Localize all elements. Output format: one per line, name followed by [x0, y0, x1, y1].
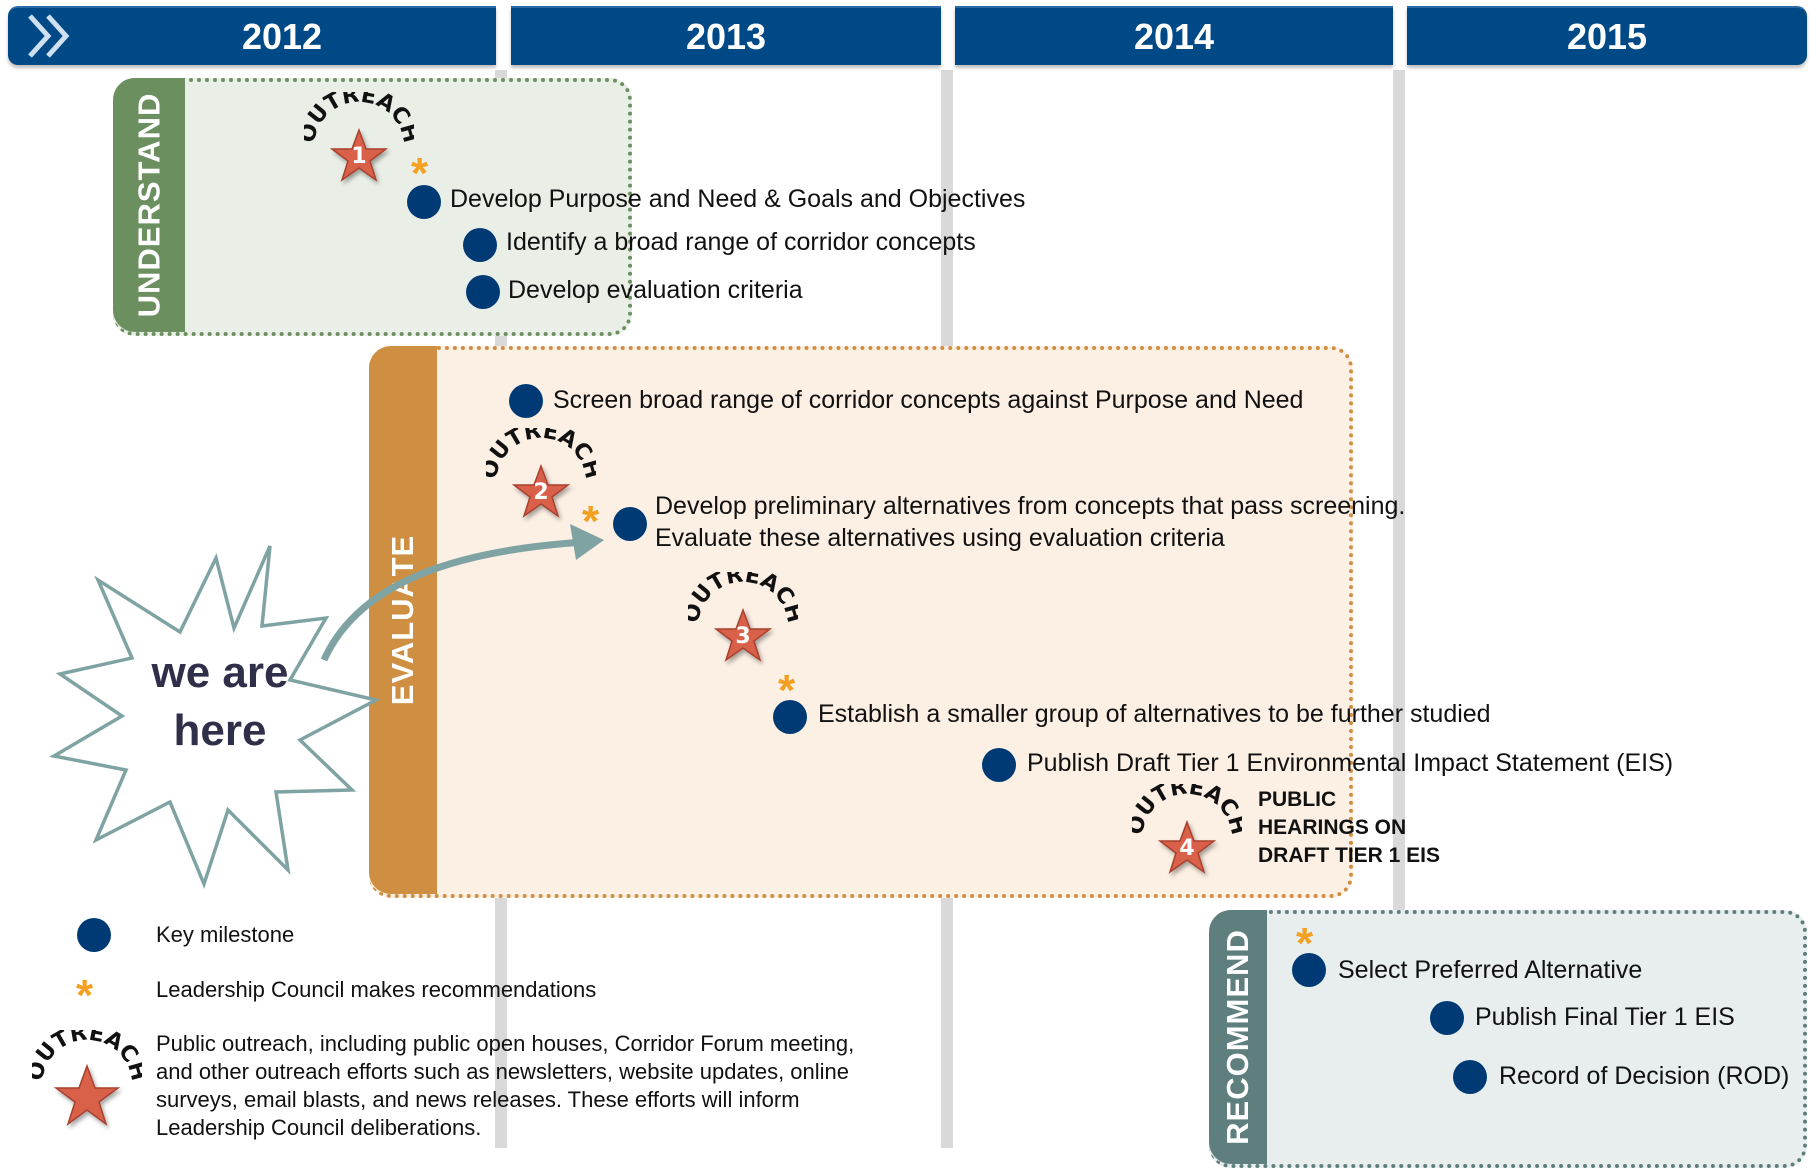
milestone-eval-criteria: Develop evaluation criteria — [508, 276, 803, 304]
milestone-prelim-line1: Develop preliminary alternatives from co… — [655, 492, 1406, 520]
legend-outreach-line-3: surveys, email blasts, and news releases… — [156, 1087, 800, 1112]
milestone-broad-range: Identify a broad range of corridor conce… — [506, 228, 976, 256]
milestone-dot — [982, 748, 1016, 782]
year-label-2012: 2012 — [241, 15, 323, 57]
header-bar-2013: 2013 — [511, 6, 941, 65]
legend-asterisk-icon: * — [76, 971, 94, 1020]
header-bar-2015: 2015 — [1407, 6, 1807, 65]
milestone-dot — [773, 700, 807, 734]
milestone-dot — [1453, 1060, 1487, 1094]
milestone-smaller-group: Establish a smaller group of alternative… — [818, 700, 1491, 728]
milestone-screen: Screen broad range of corridor concepts … — [553, 386, 1304, 414]
svg-text:4: 4 — [1179, 836, 1194, 861]
year-label-2013: 2013 — [685, 15, 767, 57]
we-are-here-line-1: we are — [151, 648, 289, 697]
milestone-dot — [509, 384, 543, 418]
milestone-select-preferred: Select Preferred Alternative — [1338, 956, 1643, 984]
legend-outreach-star-icon: OUTREACH — [23, 1020, 151, 1140]
evaluate-phase-box — [369, 346, 1353, 898]
milestone-dot — [613, 507, 647, 541]
legend-outreach-line-2: and other outreach efforts such as newsl… — [156, 1059, 850, 1084]
recommend-phase-label: RECOMMEND — [1220, 929, 1256, 1145]
year-label-2015: 2015 — [1566, 15, 1648, 57]
year-label-2014: 2014 — [1133, 15, 1215, 57]
asterisk-icon: * — [411, 149, 429, 198]
recommend-phase-tab: RECOMMEND — [1209, 910, 1267, 1164]
milestone-purpose-need: Develop Purpose and Need & Goals and Obj… — [450, 185, 1026, 213]
svg-text:3: 3 — [735, 624, 750, 649]
hearing-line-3: DRAFT TIER 1 EIS — [1258, 844, 1441, 867]
milestone-dot — [466, 275, 500, 309]
understand-phase-tab: UNDERSTAND — [113, 78, 185, 332]
outreach-star-icon-3: OUTREACH 3 — [679, 562, 807, 682]
we-are-here-burst — [49, 545, 380, 890]
milestone-prelim-line2: Evaluate these alternatives using evalua… — [655, 524, 1225, 552]
legend-outreach-line-1: Public outreach, including public open h… — [156, 1031, 855, 1056]
legend-outreach-line-4: Leadership Council deliberations. — [156, 1115, 482, 1140]
svg-text:1: 1 — [351, 144, 366, 169]
outreach-star-icon-4: OUTREACH 4 — [1123, 774, 1251, 894]
legend-milestone-dot-icon — [77, 918, 111, 952]
understand-phase-box — [113, 78, 632, 336]
milestone-draft-eis: Publish Draft Tier 1 Environmental Impac… — [1027, 749, 1674, 777]
legend-key-milestone: Key milestone — [156, 922, 295, 947]
year-divider-2014-2015 — [1393, 70, 1405, 1148]
milestone-dot — [1292, 953, 1326, 987]
header-bar-2012: 2012 — [8, 6, 496, 65]
outreach-star-icon-2: OUTREACH 2 — [477, 418, 605, 538]
understand-phase-label: UNDERSTAND — [131, 92, 167, 318]
milestone-final-eis: Publish Final Tier 1 EIS — [1475, 1003, 1735, 1031]
milestone-dot — [1430, 1001, 1464, 1035]
evaluate-phase-tab: EVALUATE — [369, 346, 437, 894]
milestone-rod: Record of Decision (ROD) — [1499, 1062, 1790, 1090]
hearing-line-1: PUBLIC — [1258, 788, 1337, 811]
we-are-here-arrow-icon — [320, 524, 604, 662]
milestone-dot — [463, 228, 497, 262]
hearing-line-2: HEARINGS ON — [1258, 816, 1407, 839]
double-chevron-icon — [22, 12, 82, 60]
outreach-star-icon-1: OUTREACH 1 — [295, 82, 423, 202]
we-are-here-line-2: here — [173, 706, 267, 755]
svg-text:2: 2 — [533, 480, 548, 505]
milestone-dot — [407, 185, 441, 219]
header-bar-2014: 2014 — [955, 6, 1393, 65]
legend-leadership: Leadership Council makes recommendations — [156, 977, 597, 1002]
